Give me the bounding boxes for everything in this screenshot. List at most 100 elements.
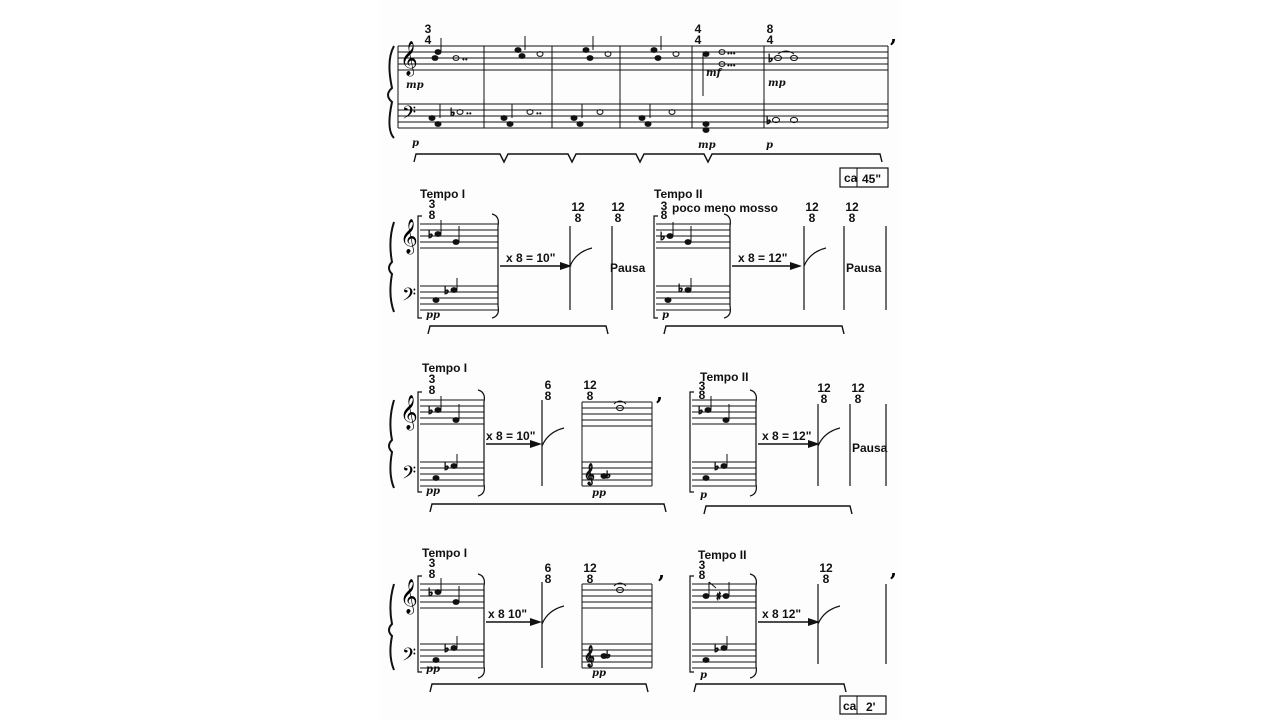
time-sig-numerator: 3 <box>661 199 668 213</box>
notes-3a: ♭ ♭ <box>428 396 460 481</box>
system-3: Tempo I Tempo II 𝄞 𝄢 3 8 ♭ ♭ pp x 8 = 10… <box>388 361 888 515</box>
bass-notes-1: ♭.. .. ♭ <box>428 104 798 133</box>
svg-text:..: .. <box>536 107 542 117</box>
bass-staff-2a <box>420 285 498 311</box>
notes-4a: ♭ ♭ <box>428 578 460 663</box>
time-sig-numerator: 12 <box>817 381 831 395</box>
svg-text:..: .. <box>462 53 468 63</box>
bass-staff-3c <box>692 461 756 487</box>
time-sig-numerator: 12 <box>611 200 625 214</box>
time-sig-denominator: 8 <box>821 392 828 406</box>
repeat-instruction: x 8 = 10" <box>506 251 555 265</box>
dynamic-mark: pp <box>426 486 440 497</box>
dynamic-mark: mp <box>768 78 786 89</box>
treble-clef-icon: 𝄞 <box>400 579 418 615</box>
tempo-marking: Tempo II <box>700 370 748 384</box>
time-sig-numerator: 12 <box>571 200 585 214</box>
duration-value: 45" <box>862 172 881 186</box>
svg-text:♯: ♯ <box>716 590 721 603</box>
time-sig-denominator: 8 <box>575 211 582 225</box>
duration-prefix: ca <box>844 171 858 185</box>
bass-staff-2b <box>656 285 730 311</box>
bass-staff-4c <box>692 643 756 669</box>
notes-4c: ♯ ♭ <box>702 581 730 663</box>
time-sig-denominator: 8 <box>429 383 436 397</box>
svg-text:𝄞: 𝄞 <box>584 464 595 485</box>
svg-text:♭: ♭ <box>714 642 719 655</box>
svg-text:♭: ♭ <box>444 284 449 297</box>
svg-text:♭: ♭ <box>450 106 455 119</box>
breath-mark: , <box>656 381 663 405</box>
svg-text:♭: ♭ <box>660 230 665 243</box>
treble-staff-4b <box>582 583 652 609</box>
treble-staff-3b <box>582 401 652 427</box>
svg-text:♭: ♭ <box>444 460 449 473</box>
dynamic-mark: pp <box>592 668 606 679</box>
tempo-marking: Tempo II <box>654 187 702 201</box>
svg-text:♭: ♭ <box>698 404 703 417</box>
time-sig-denominator: 8 <box>587 572 594 586</box>
time-sig-denominator: 8 <box>429 208 436 222</box>
bass-clef-icon: 𝄢 <box>402 645 416 670</box>
notes-2b: ♭ ♭ <box>660 222 692 303</box>
dynamic-mark: pp <box>426 664 440 675</box>
breath-mark: , <box>890 23 897 47</box>
notes-3b: 𝄞♭ <box>584 400 627 486</box>
svg-text:♭: ♭ <box>768 52 773 65</box>
treble-staff-1 <box>398 45 888 71</box>
tempo-marking: Tempo II <box>698 548 746 562</box>
dynamic-mark: p <box>412 138 419 149</box>
time-sig-denominator: 8 <box>809 211 816 225</box>
time-sig-numerator: 3 <box>429 556 436 570</box>
svg-text:♭: ♭ <box>606 650 611 661</box>
time-sig-numerator: 12 <box>819 561 833 575</box>
tempo-marking: Tempo I <box>422 361 467 375</box>
duration-box <box>839 167 889 188</box>
time-sig-numerator: 3 <box>425 22 432 36</box>
time-sig-numerator: 12 <box>805 200 819 214</box>
time-sig-numerator: 6 <box>545 561 552 575</box>
repeat-instruction: x 8 12" <box>762 607 801 621</box>
svg-text:♭: ♭ <box>428 586 433 599</box>
phrase-bracket <box>413 153 883 164</box>
dynamic-mark: pp <box>426 310 440 321</box>
dynamic-mark: p <box>662 310 669 321</box>
treble-staff-2b <box>656 223 730 249</box>
notes-3c: ♭ ♭ <box>698 396 730 481</box>
dynamic-mark: pp <box>592 488 606 499</box>
repeat-instruction: x 8 10" <box>488 607 527 621</box>
svg-text:♭: ♭ <box>428 228 433 241</box>
treble-staff-4c <box>692 583 756 609</box>
barlines-1 <box>397 46 889 128</box>
system-2: Tempo I Tempo II poco meno mosso 𝄞 𝄢 3 8… <box>388 187 887 335</box>
svg-text:...: ... <box>727 47 736 57</box>
time-sig-denominator: 8 <box>429 567 436 581</box>
duration-prefix: ca <box>843 699 857 713</box>
tempo-marking: Tempo I <box>422 546 467 560</box>
time-sig-denominator: 8 <box>699 388 706 402</box>
dynamic-mark: p <box>700 490 707 501</box>
time-sig-denominator: 4 <box>695 33 702 47</box>
time-sig-denominator: 8 <box>545 572 552 586</box>
dynamic-mark: p <box>700 670 707 681</box>
bass-clef-icon: 𝄢 <box>402 463 416 488</box>
breath-mark: , <box>890 557 897 581</box>
repeat-instruction: x 8 = 12" <box>738 251 787 265</box>
time-sig-numerator: 12 <box>583 561 597 575</box>
score-page: 𝄞 𝄢 3 4 4 4 8 4 .. <box>380 0 900 720</box>
notes-4b: 𝄞♭ <box>584 582 627 668</box>
treble-clef-icon: 𝄞 <box>400 395 418 431</box>
time-sig-denominator: 8 <box>615 211 622 225</box>
time-sig-denominator: 8 <box>587 389 594 403</box>
tempo-marking: Tempo I <box>420 187 465 201</box>
system-4: Tempo I Tempo II 𝄞 𝄢 3 8 ♭ ♭ pp x 8 10" <box>388 546 897 715</box>
svg-text:..: .. <box>466 107 472 117</box>
bass-clef-icon: 𝄢 <box>402 285 416 310</box>
time-sig-numerator: 12 <box>845 200 859 214</box>
treble-notes-1: .. ...... ♭ <box>431 36 798 96</box>
pausa-label: Pausa <box>846 261 882 275</box>
time-sig-denominator: 8 <box>849 211 856 225</box>
time-sig-denominator: 8 <box>661 208 668 222</box>
time-sig-numerator: 4 <box>695 22 702 36</box>
time-sig-denominator: 4 <box>767 33 774 47</box>
